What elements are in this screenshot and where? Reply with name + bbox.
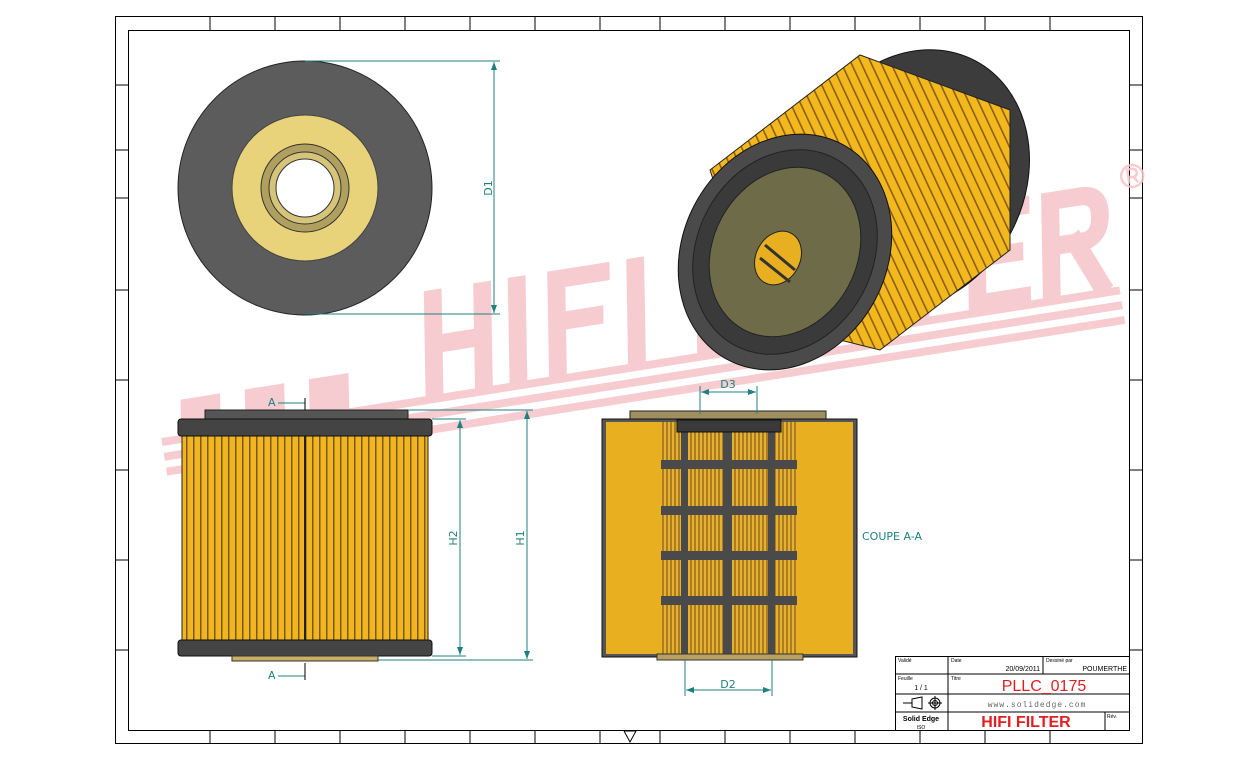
section-line-a — [278, 398, 306, 680]
d3-label: D3 — [720, 378, 735, 391]
dimension-h2 — [432, 418, 466, 657]
isometric-view — [677, 49, 1030, 371]
section-label: COUPE A-A — [862, 530, 922, 543]
dimension-d3 — [699, 386, 758, 414]
section-mark-bottom: A — [268, 669, 276, 682]
dimension-d2 — [684, 660, 773, 696]
title-label: Titre — [951, 676, 961, 682]
center-mark-icon — [623, 730, 637, 744]
website-text: www.solidedge.com — [988, 701, 1087, 710]
software-name: Solid Edge — [903, 716, 939, 723]
h1-label: H1 — [514, 530, 527, 545]
sheet-label: Feuille — [898, 676, 913, 682]
section-mark-top: A — [268, 396, 276, 409]
drawn-by-label: Dessiné par — [1046, 658, 1073, 664]
drawn-by-value: POUMERTHE — [1082, 666, 1127, 673]
h2-label: H2 — [447, 530, 460, 545]
sheet-value: 1 / 1 — [914, 685, 928, 692]
projection-symbol-icon — [903, 696, 942, 710]
d2-label: D2 — [720, 678, 735, 691]
top-view — [177, 60, 433, 316]
front-view — [177, 409, 433, 662]
title-block — [895, 656, 1130, 731]
dimension-d1 — [305, 60, 500, 315]
valide-label: Validé — [898, 658, 912, 664]
revision-label: Rév. — [1107, 714, 1117, 720]
company-name: HIFI FILTER — [981, 714, 1071, 731]
date-label: Date — [951, 658, 962, 664]
d1-label: D1 — [482, 180, 495, 195]
software-sub: ISO — [917, 725, 926, 731]
frame-ticks — [116, 17, 1142, 744]
drawing-title: PLLC_0175 — [1002, 678, 1087, 695]
registered-mark-icon — [1119, 163, 1145, 189]
section-view — [601, 410, 858, 661]
date-value: 20/09/2011 — [1005, 666, 1040, 673]
dimension-h1 — [378, 409, 533, 661]
